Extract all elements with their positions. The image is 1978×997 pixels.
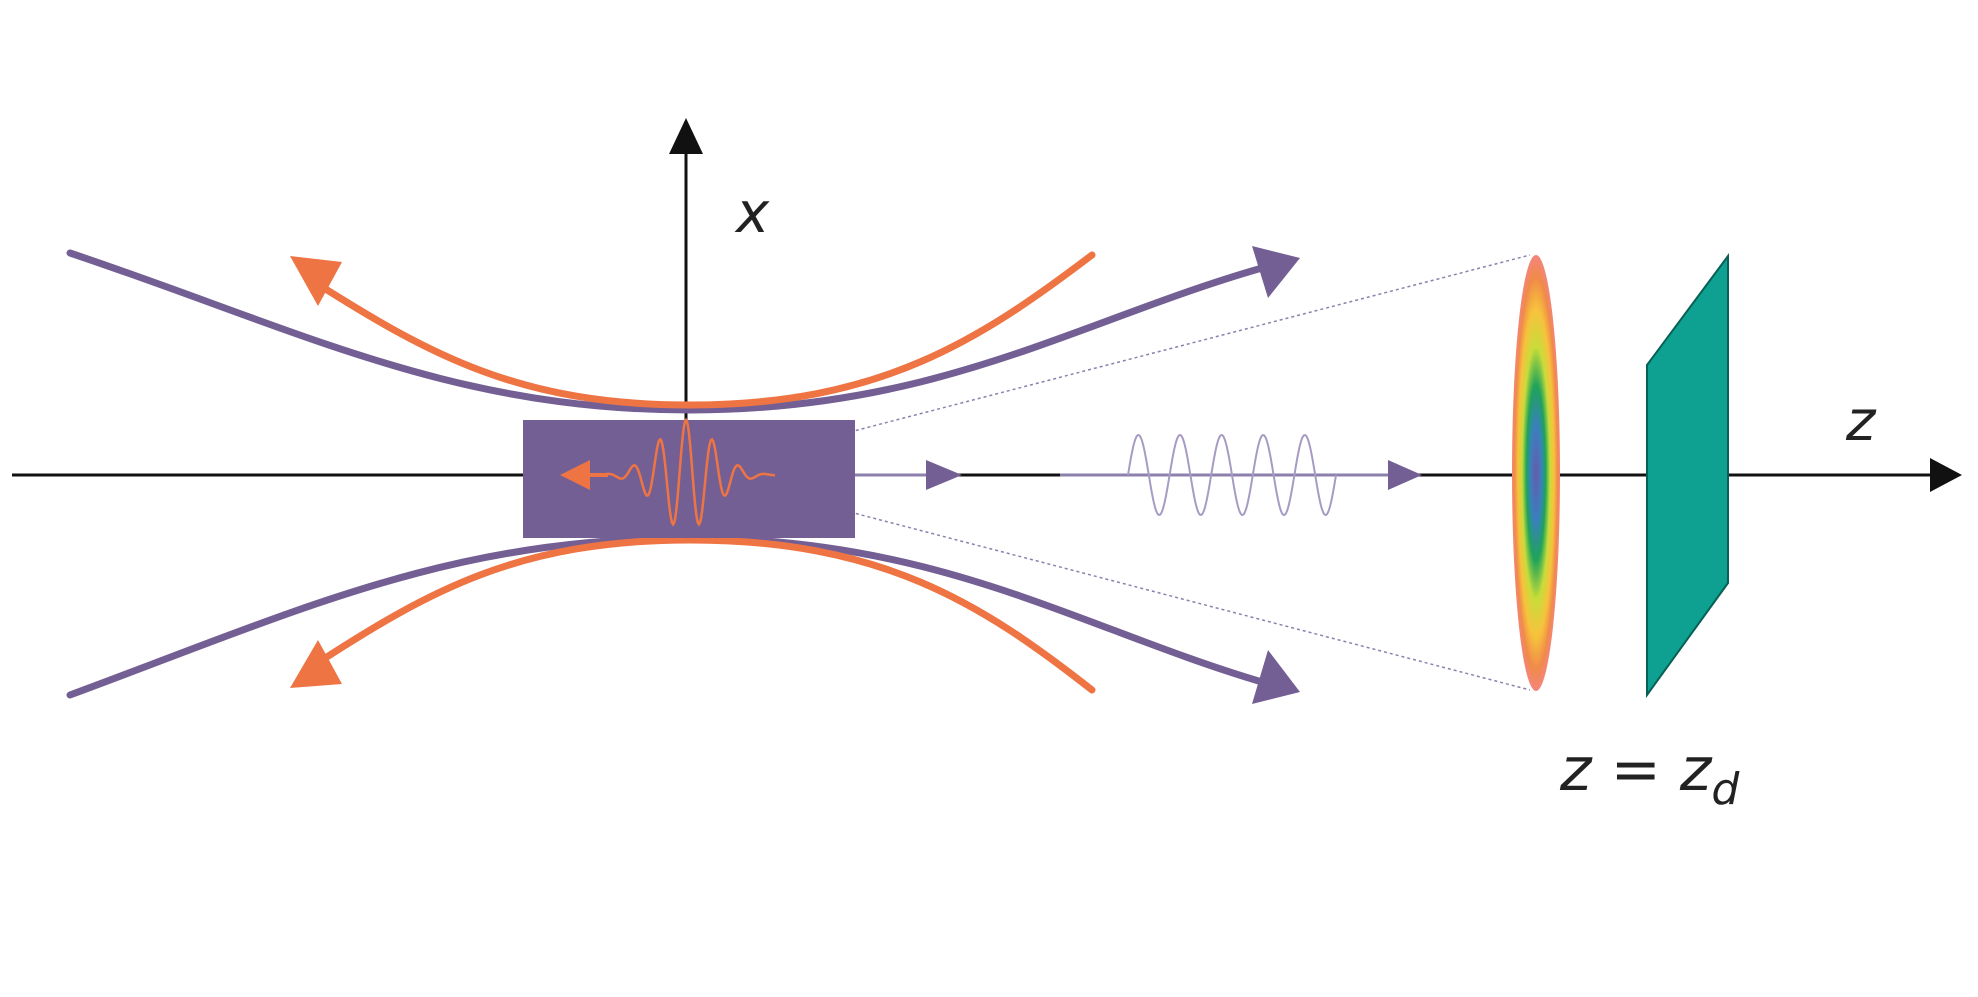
purple-forward-arrows (855, 460, 1422, 490)
z-axis (12, 458, 1962, 492)
purple-forward-arrowhead-1 (926, 460, 962, 490)
orange-pulse-wave (599, 417, 776, 527)
diffraction-spot (1512, 255, 1560, 691)
x-axis-arrowhead (669, 118, 703, 154)
z-axis-label: z (1845, 389, 1877, 454)
purple-arrowhead-lower (1252, 650, 1300, 704)
orange-trajectory-lower (312, 536, 1096, 694)
x-axis-label: x (734, 181, 770, 246)
orange-arrowhead-upper (290, 256, 342, 306)
detector-eq-subscript: d (1711, 764, 1740, 815)
orange-trajectories (312, 251, 1096, 694)
detector-position-label: z = zd (1559, 735, 1740, 815)
z-axis-arrowhead (1930, 458, 1962, 492)
detector-eq-main: z = z (1559, 735, 1713, 805)
orange-arrowhead-lower (290, 640, 342, 688)
detector-plane (1646, 252, 1729, 699)
purple-trajectory-upper (66, 249, 1266, 414)
purple-forward-arrowhead-2 (1388, 460, 1422, 490)
orange-trajectory-upper (312, 251, 1096, 409)
cone-lower-line (849, 511, 1531, 691)
purple-trajectory-lower (66, 534, 1266, 699)
orange-backward-arrow (560, 460, 608, 490)
outgoing-wave (1127, 433, 1337, 517)
purple-arrowhead-upper (1252, 246, 1300, 298)
